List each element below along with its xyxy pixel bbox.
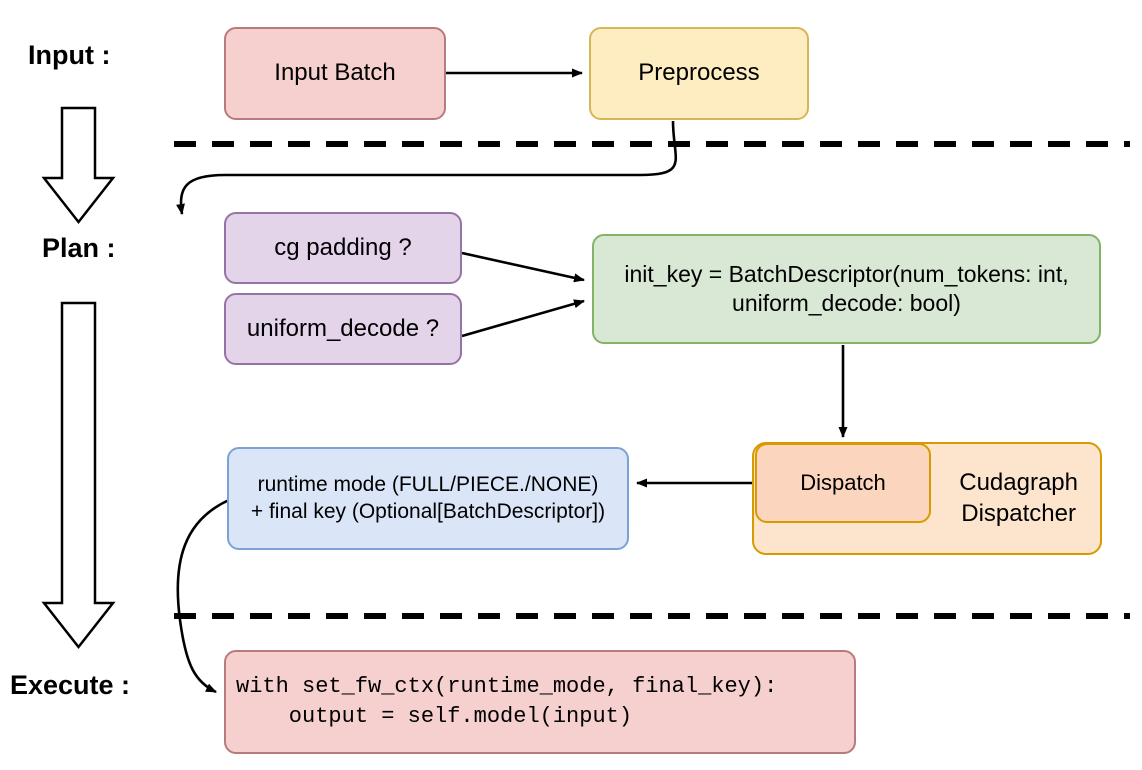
node-init-key[interactable]: init_key = BatchDescriptor(num_tokens: i… (592, 234, 1101, 344)
node-runtime-mode-line1: runtime mode (FULL/PIECE./NONE) (257, 472, 599, 496)
edge-cg-padding-to-init-key (461, 251, 585, 283)
node-dispatch-label: Dispatch (800, 469, 886, 495)
node-runtime-mode[interactable]: runtime mode (FULL/PIECE./NONE) + final … (227, 447, 629, 550)
node-uniform-decode-label: uniform_decode ? (246, 314, 440, 342)
node-uniform-decode[interactable]: uniform_decode ? (224, 293, 462, 365)
plan-to-execute-arrow (41, 301, 116, 650)
node-cg-padding[interactable]: cg padding ? (224, 212, 462, 284)
stage-label-plan: Plan : (42, 233, 116, 263)
node-cudagraph-dispatcher-text: Cudagraph Dispatcher (959, 468, 1078, 529)
node-cg-padding-label: cg padding ? (274, 233, 412, 261)
node-init-key-text: init_key = BatchDescriptor(num_tokens: i… (624, 260, 1068, 319)
stage-label-execute: Execute : (10, 670, 131, 700)
input-to-plan-arrow (41, 106, 116, 225)
stage-label-input: Input : (28, 40, 111, 70)
edge-uniform-decode-to-init-key (461, 299, 585, 338)
node-runtime-mode-line2: + final key (Optional[BatchDescriptor]) (250, 499, 606, 523)
node-code-text: with set_fw_ctx(runtime_mode, final_key)… (236, 672, 777, 733)
edge-preprocess-to-cg-padding (176, 120, 678, 215)
node-code-block[interactable]: with set_fw_ctx(runtime_mode, final_key)… (224, 650, 856, 754)
node-input-batch[interactable]: Input Batch (224, 27, 446, 120)
node-init-key-line1: init_key = BatchDescriptor(num_tokens: i… (624, 260, 1069, 287)
node-preprocess[interactable]: Preprocess (589, 27, 809, 120)
node-init-key-line2: uniform_decode: bool) (732, 290, 961, 316)
node-cudagraph-dispatcher-line1: Cudagraph (959, 468, 1078, 496)
node-code-line2: output = self.model(input) (236, 704, 633, 729)
edge-runtime-mode-to-code (176, 498, 230, 694)
node-preprocess-label: Preprocess (638, 59, 760, 87)
node-runtime-mode-text: runtime mode (FULL/PIECE./NONE) + final … (251, 472, 605, 526)
node-cudagraph-dispatcher-line2: Dispatcher (961, 499, 1076, 527)
node-code-line1: with set_fw_ctx(runtime_mode, final_key)… (236, 673, 778, 699)
node-input-batch-label: Input Batch (274, 59, 396, 87)
node-dispatch[interactable]: Dispatch (755, 443, 931, 523)
